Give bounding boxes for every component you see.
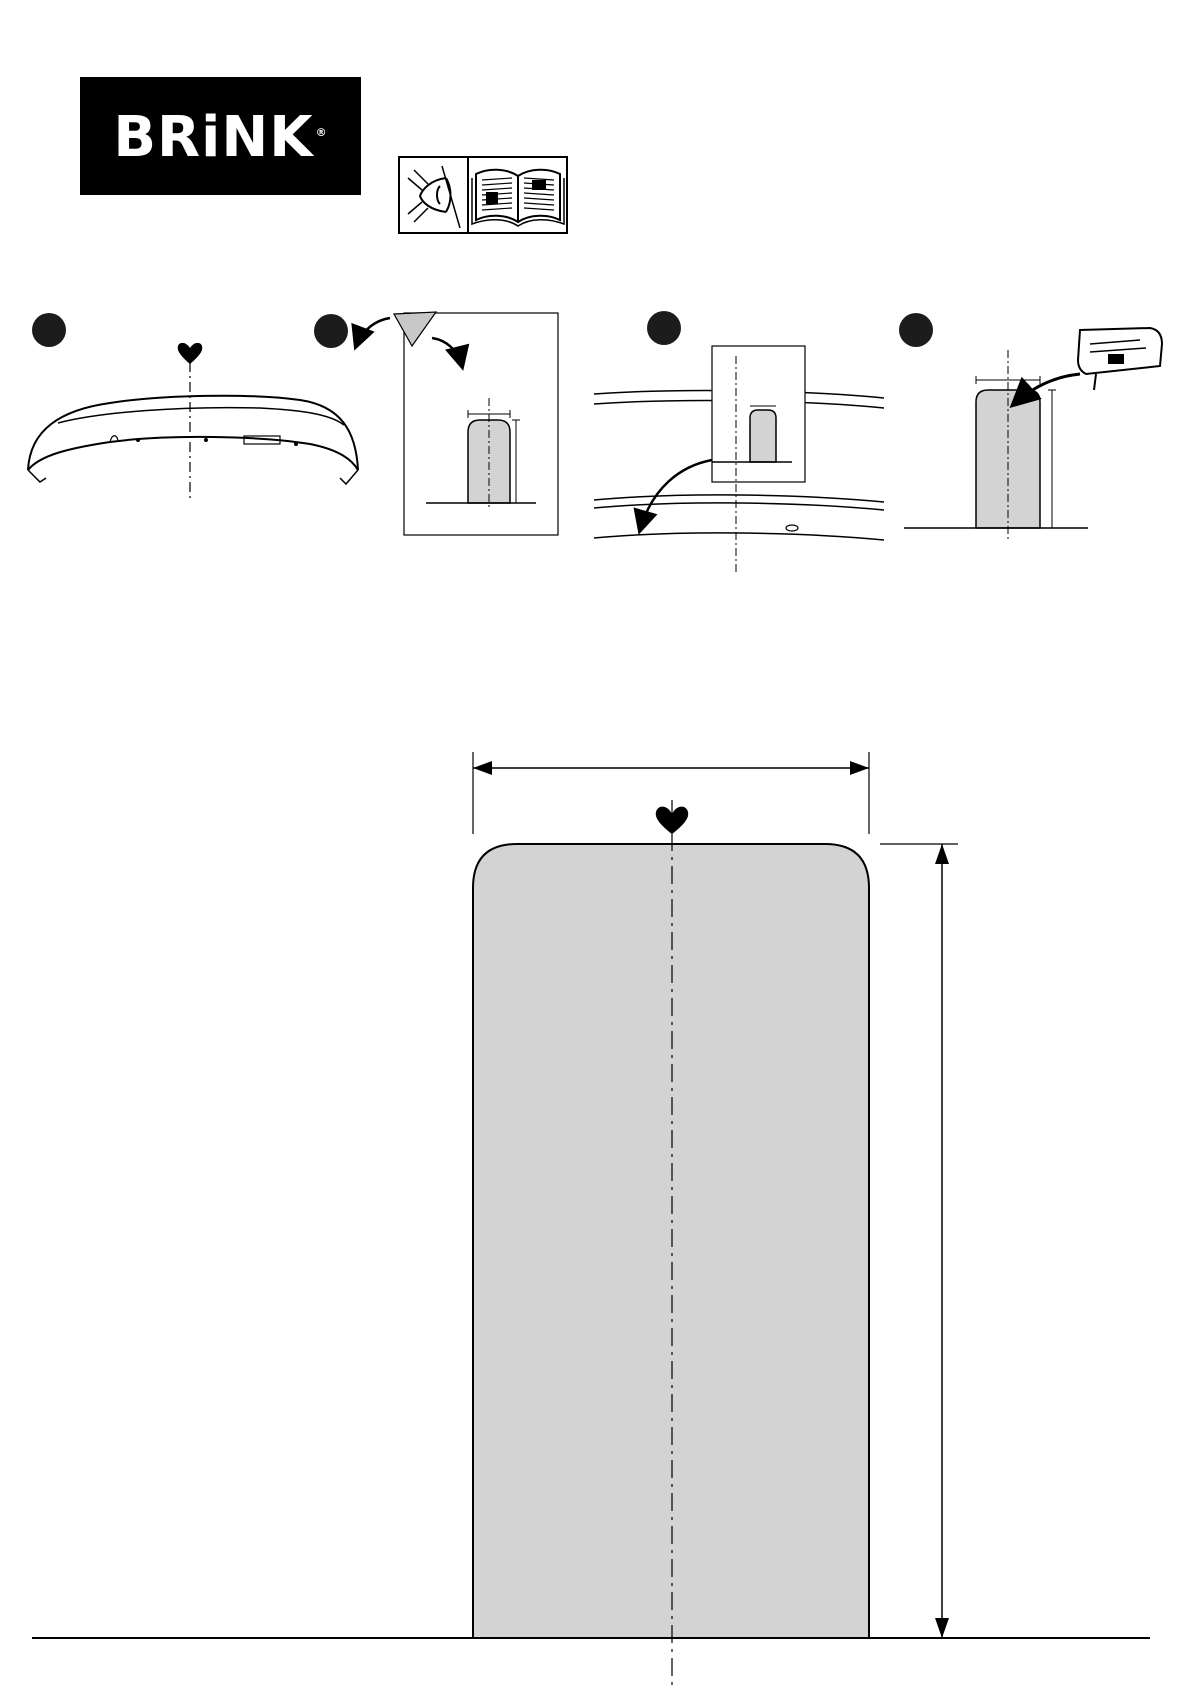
step-4-illustration bbox=[904, 328, 1162, 540]
template-shape bbox=[473, 844, 869, 1638]
peel-corner bbox=[394, 312, 436, 346]
cutout-template bbox=[32, 752, 1150, 1685]
step-2-illustration bbox=[356, 312, 558, 535]
jigsaw-icon bbox=[1078, 328, 1162, 390]
step-3-illustration bbox=[594, 346, 884, 574]
heart-icon bbox=[178, 343, 203, 364]
step-1-illustration bbox=[28, 343, 358, 500]
